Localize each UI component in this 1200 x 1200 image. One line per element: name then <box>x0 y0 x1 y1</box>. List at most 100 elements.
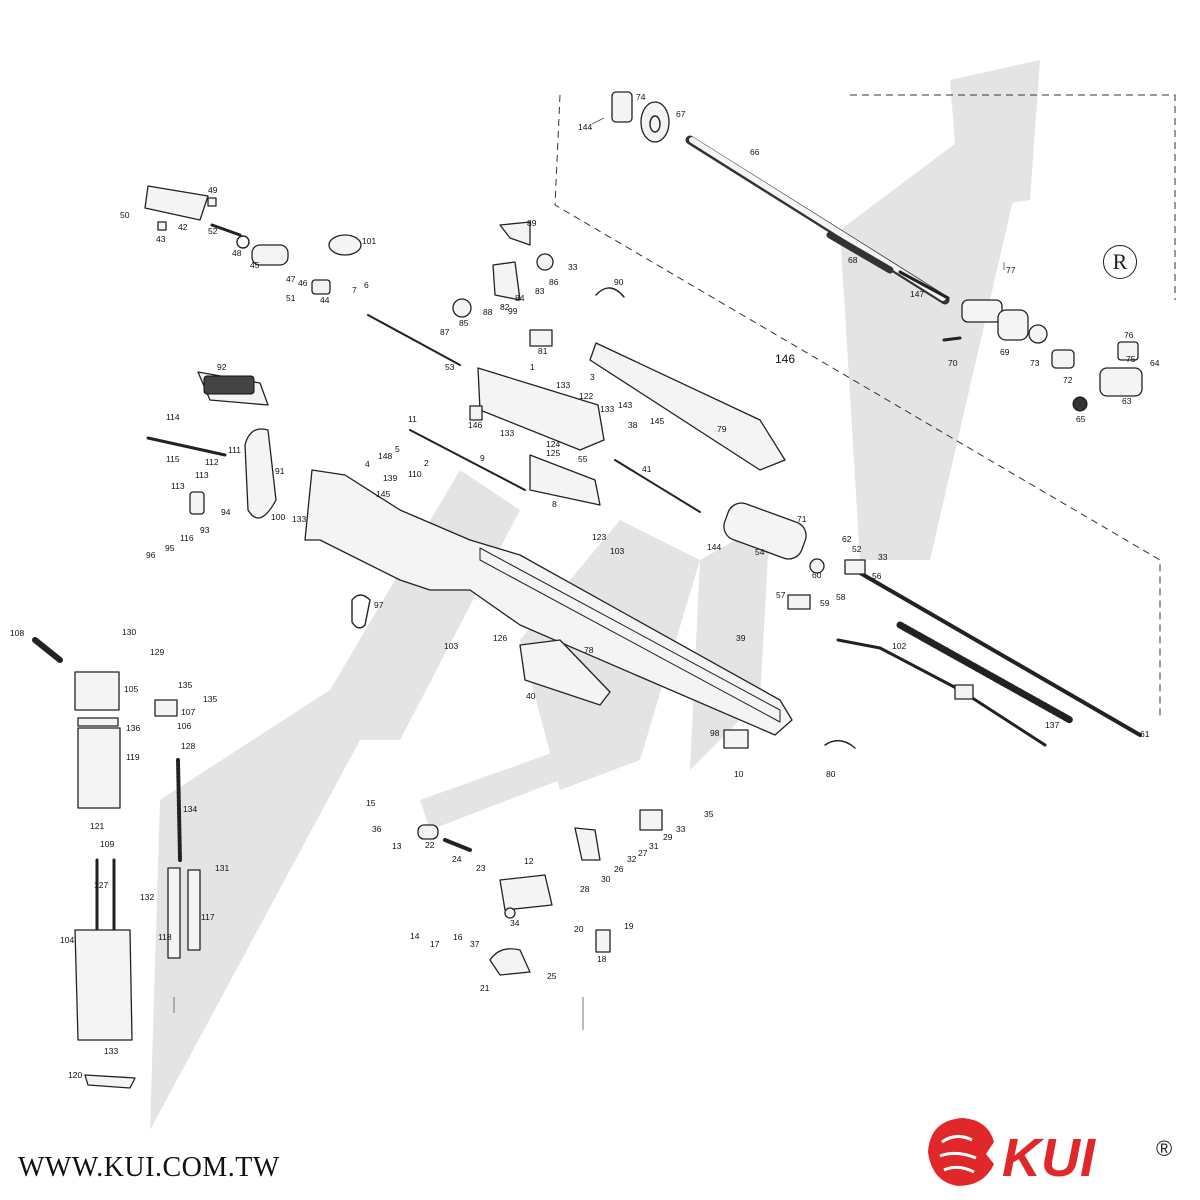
label-51: 51 <box>286 293 296 303</box>
label-146: 146 <box>775 352 795 366</box>
label-111: 111 <box>228 445 241 455</box>
label-127: 127 <box>94 880 108 890</box>
label-87: 87 <box>440 327 450 337</box>
label-93: 93 <box>200 525 210 535</box>
label-116: 116 <box>180 533 194 543</box>
label-125: 125 <box>546 448 560 458</box>
label-49: 49 <box>208 185 218 195</box>
part-69 <box>961 299 1003 323</box>
label-148: 148 <box>378 451 392 461</box>
label-147: 147 <box>910 289 924 299</box>
label-65: 65 <box>1076 414 1086 424</box>
label-5: 5 <box>395 444 400 454</box>
label-6: 6 <box>364 280 369 290</box>
label-7: 7 <box>352 285 357 295</box>
part-108 <box>32 637 63 663</box>
label-86: 86 <box>549 277 559 287</box>
part-118 <box>167 867 181 959</box>
label-134: 134 <box>183 804 197 814</box>
label-79: 79 <box>717 424 727 434</box>
part-67 <box>640 101 670 143</box>
label-59: 59 <box>820 598 830 608</box>
label-145a: 145 <box>650 416 664 426</box>
label-95: 95 <box>165 543 175 553</box>
part-53 <box>367 314 461 366</box>
label-132: 132 <box>140 892 154 902</box>
part-43 <box>157 221 167 231</box>
label-53: 53 <box>445 362 455 372</box>
label-101: 101 <box>362 236 376 246</box>
label-3: 3 <box>590 372 595 382</box>
part-102 <box>836 638 1047 747</box>
label-144: 144 <box>578 122 592 132</box>
part-119 <box>77 727 121 809</box>
website-url[interactable]: WWW.KUI.COM.TW <box>18 1152 280 1183</box>
brand-logo-text: KUI <box>1002 1128 1096 1188</box>
label-70: 70 <box>948 358 958 368</box>
part-63 <box>1099 367 1143 397</box>
part-80 <box>824 740 856 749</box>
buttplate-group <box>146 371 277 519</box>
part-65 <box>1072 396 1088 412</box>
label-12: 12 <box>524 856 534 866</box>
part-42 <box>144 185 209 221</box>
label-133c: 133 <box>500 428 514 438</box>
label-4: 4 <box>365 459 370 469</box>
trigger-group <box>417 809 663 976</box>
label-52b: 52 <box>852 544 862 554</box>
barrel-group <box>611 91 1143 412</box>
label-83: 83 <box>535 286 545 296</box>
label-32: 32 <box>627 854 637 864</box>
label-2: 2 <box>424 458 429 468</box>
label-21: 21 <box>480 983 490 993</box>
label-145b: 145 <box>376 489 390 499</box>
label-37: 37 <box>470 939 480 949</box>
label-16: 16 <box>453 932 463 942</box>
label-102: 102 <box>892 641 906 651</box>
part-22 <box>417 824 439 840</box>
label-15: 15 <box>366 798 376 808</box>
part-29 <box>639 809 663 831</box>
label-57: 57 <box>776 590 786 600</box>
label-137: 137 <box>1045 720 1059 730</box>
label-45: 45 <box>250 260 260 270</box>
label-20: 20 <box>574 924 584 934</box>
label-119: 119 <box>126 752 140 762</box>
part-41 <box>614 459 701 513</box>
label-118: 118 <box>158 932 172 942</box>
kui-brand-logo: KUI ® <box>928 1118 1172 1188</box>
label-23: 23 <box>476 863 486 873</box>
part-85 <box>452 298 472 318</box>
label-126: 126 <box>493 633 507 643</box>
label-124: 124 <box>546 439 560 449</box>
label-128: 128 <box>181 741 195 751</box>
label-71: 71 <box>797 514 807 524</box>
label-99: 99 <box>508 306 518 316</box>
label-40: 40 <box>526 691 536 701</box>
label-64: 64 <box>1150 358 1160 368</box>
part-115 <box>146 436 227 457</box>
part-78-stock <box>304 469 793 736</box>
label-129: 129 <box>150 647 164 657</box>
label-133b: 133 <box>600 404 614 414</box>
label-67: 67 <box>676 109 686 119</box>
label-135b: 135 <box>203 694 217 704</box>
part-117 <box>187 869 201 951</box>
label-36: 36 <box>372 824 382 834</box>
label-55: 55 <box>578 454 588 464</box>
label-18: 18 <box>597 954 607 964</box>
part-97 <box>351 594 371 629</box>
label-109: 109 <box>100 839 114 849</box>
label-80: 80 <box>826 769 836 779</box>
label-133e: 133 <box>104 1046 118 1056</box>
part-84 <box>492 261 521 301</box>
part-136 <box>77 717 119 727</box>
label-41: 41 <box>642 464 652 474</box>
label-66: 66 <box>750 147 760 157</box>
assembly-guide-line-2 <box>850 94 1176 300</box>
label-14: 14 <box>410 931 420 941</box>
part-60 <box>809 558 825 574</box>
label-123: 123 <box>592 532 606 542</box>
label-39: 39 <box>736 633 746 643</box>
lion-head-icon <box>928 1118 994 1186</box>
